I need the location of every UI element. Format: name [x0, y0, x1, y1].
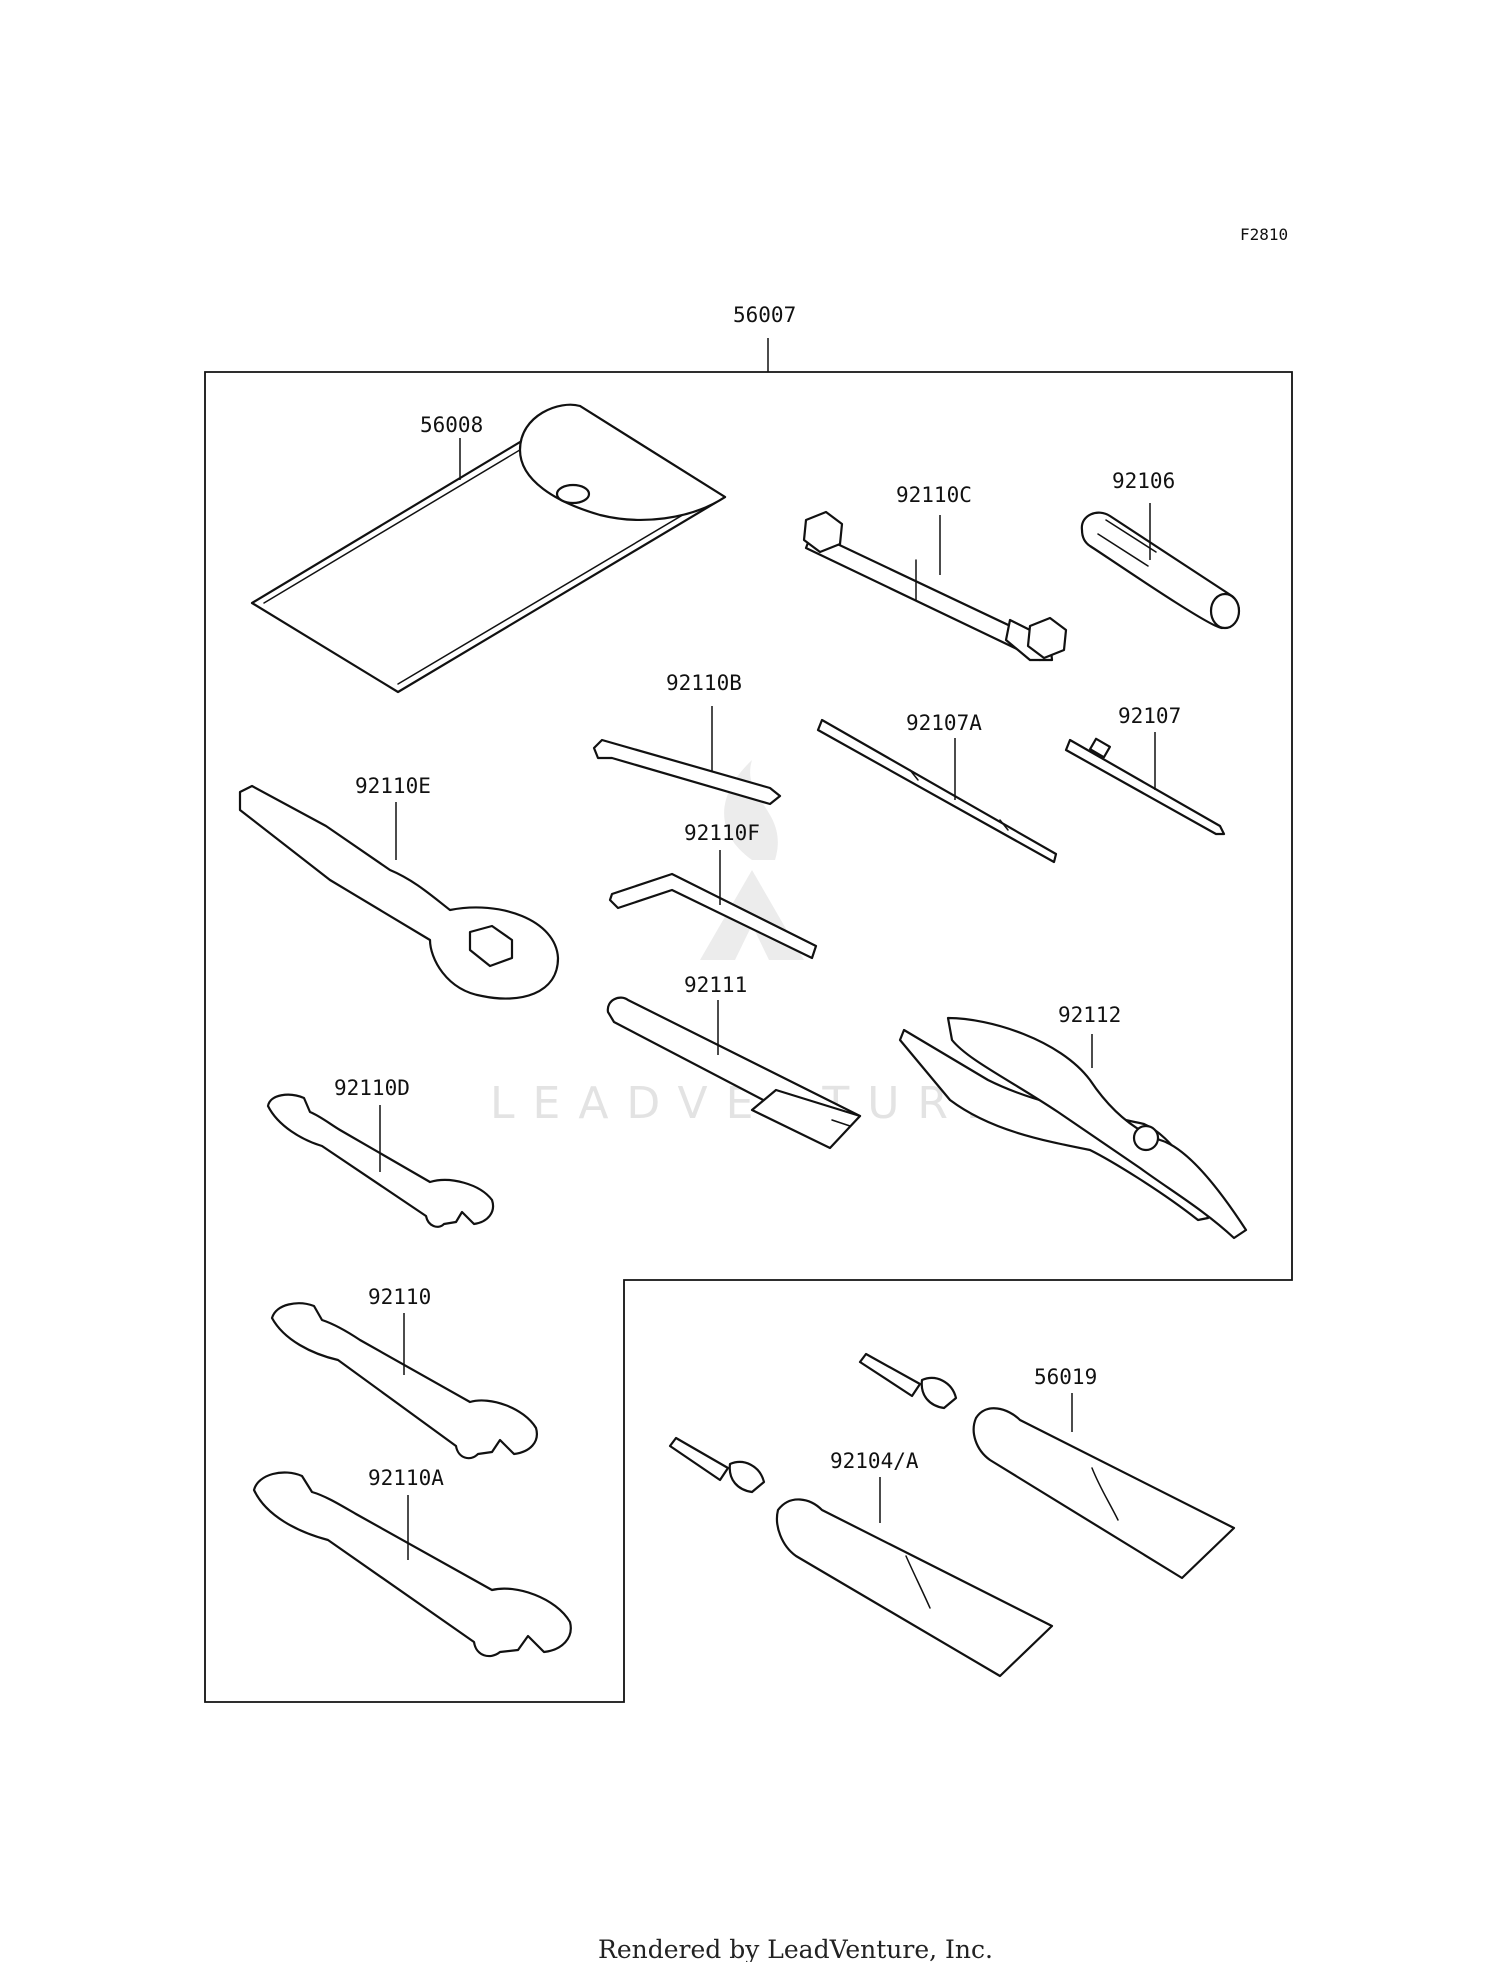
- ring-spanner: [238, 784, 560, 1000]
- label-92104A[interactable]: 92104/A: [830, 1449, 919, 1473]
- label-56019[interactable]: 56019: [1034, 1365, 1097, 1389]
- grease-tube-upper: [858, 1352, 1236, 1580]
- hex-key-small: [592, 706, 782, 806]
- grease-tube-lower: [668, 1436, 1054, 1678]
- label-92110D[interactable]: 92110D: [334, 1076, 410, 1100]
- label-92110B[interactable]: 92110B: [666, 671, 742, 695]
- label-92107[interactable]: 92107: [1118, 704, 1181, 728]
- pliers: [898, 1016, 1248, 1240]
- figure-code: F2810: [1240, 225, 1288, 244]
- label-92110A[interactable]: 92110A: [368, 1466, 444, 1490]
- open-wrench-large: [252, 1471, 572, 1658]
- double-screwdriver: [816, 718, 1058, 864]
- tool-pouch: [250, 403, 727, 694]
- label-92110[interactable]: 92110: [368, 1285, 431, 1309]
- assembly-outline: 56007: [204, 303, 1293, 1703]
- hex-key-large: [608, 872, 818, 960]
- extension-bar: [606, 996, 862, 1150]
- label-56008[interactable]: 56008: [420, 413, 483, 437]
- screwdriver-bit: [1064, 737, 1226, 836]
- open-wrench-medium: [270, 1302, 538, 1460]
- label-92111[interactable]: 92111: [684, 973, 747, 997]
- label-92110E[interactable]: 92110E: [355, 774, 431, 798]
- box-wrench: [802, 510, 1068, 662]
- label-92107A[interactable]: 92107A: [906, 711, 982, 735]
- footer-credit: Rendered by LeadVenture, Inc.: [598, 1935, 993, 1962]
- label-92110F[interactable]: 92110F: [684, 821, 760, 845]
- label-56007[interactable]: 56007: [733, 303, 796, 327]
- label-92106[interactable]: 92106: [1112, 469, 1175, 493]
- watermark-logo: [700, 760, 804, 960]
- label-92112[interactable]: 92112: [1058, 1003, 1121, 1027]
- screwdriver-handle: [1080, 511, 1241, 630]
- label-92110C[interactable]: 92110C: [896, 483, 972, 507]
